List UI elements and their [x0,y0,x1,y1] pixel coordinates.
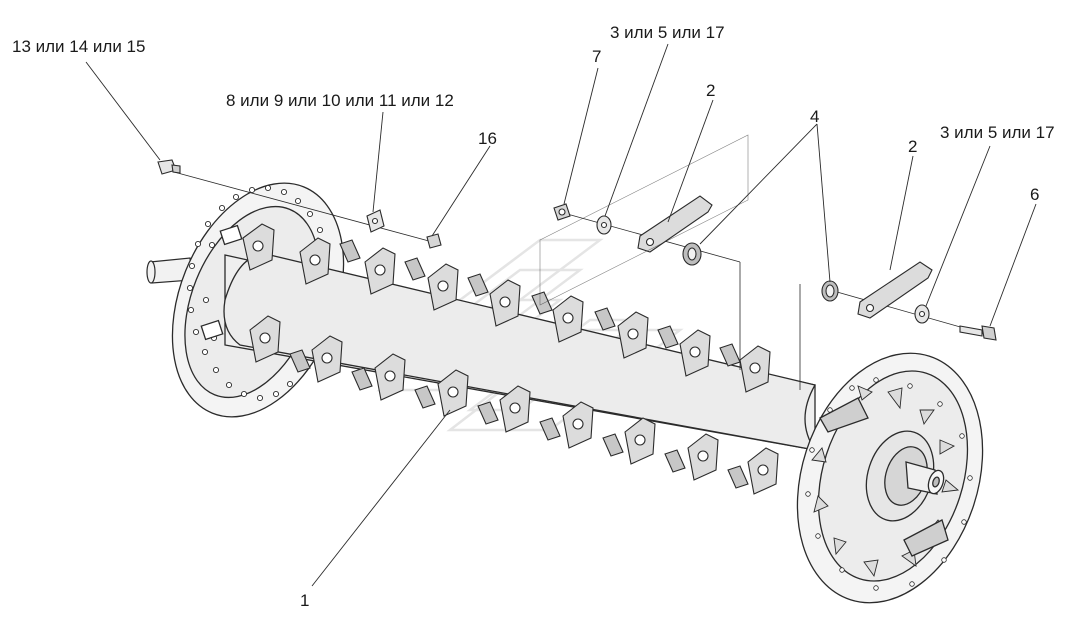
upper-flange-row [242,223,771,393]
nut-7 [553,203,571,221]
plate-8-12 [366,209,385,233]
blade-2-b [857,261,933,319]
callout-13-14-15: 13 или 14 или 15 [12,37,146,56]
blade-2-a [637,195,713,253]
callout-7: 7 [592,47,602,66]
bolt-6 [959,325,997,341]
right-blade-group [799,261,997,390]
right-disc [796,352,984,604]
left-shaft-stub [146,257,193,284]
washer-3-5-17-b [914,304,930,324]
left-fastener-group [157,159,442,249]
callout-3-5-17-b: 3 или 5 или 17 [940,123,1055,142]
callout-1: 1 [300,591,310,610]
lower-flange-row [249,315,779,495]
callout-16: 16 [478,129,497,148]
bushing-4-a [682,242,702,266]
callout-8-12: 8 или 9 или 10 или 11 или 12 [226,91,454,110]
washer-3-5-17-a [596,215,612,235]
bolt-13-14-15 [157,159,181,175]
nut-16 [426,233,442,249]
callout-4: 4 [810,107,820,126]
bushing-4-b [821,280,839,302]
callout-6: 6 [1030,185,1040,204]
callout-3-5-17-a: 3 или 5 или 17 [610,23,725,42]
callout-2-a: 2 [706,81,716,100]
callout-2-b: 2 [908,137,918,156]
leader-lines [85,43,1037,587]
upper-blade-group [539,134,749,370]
